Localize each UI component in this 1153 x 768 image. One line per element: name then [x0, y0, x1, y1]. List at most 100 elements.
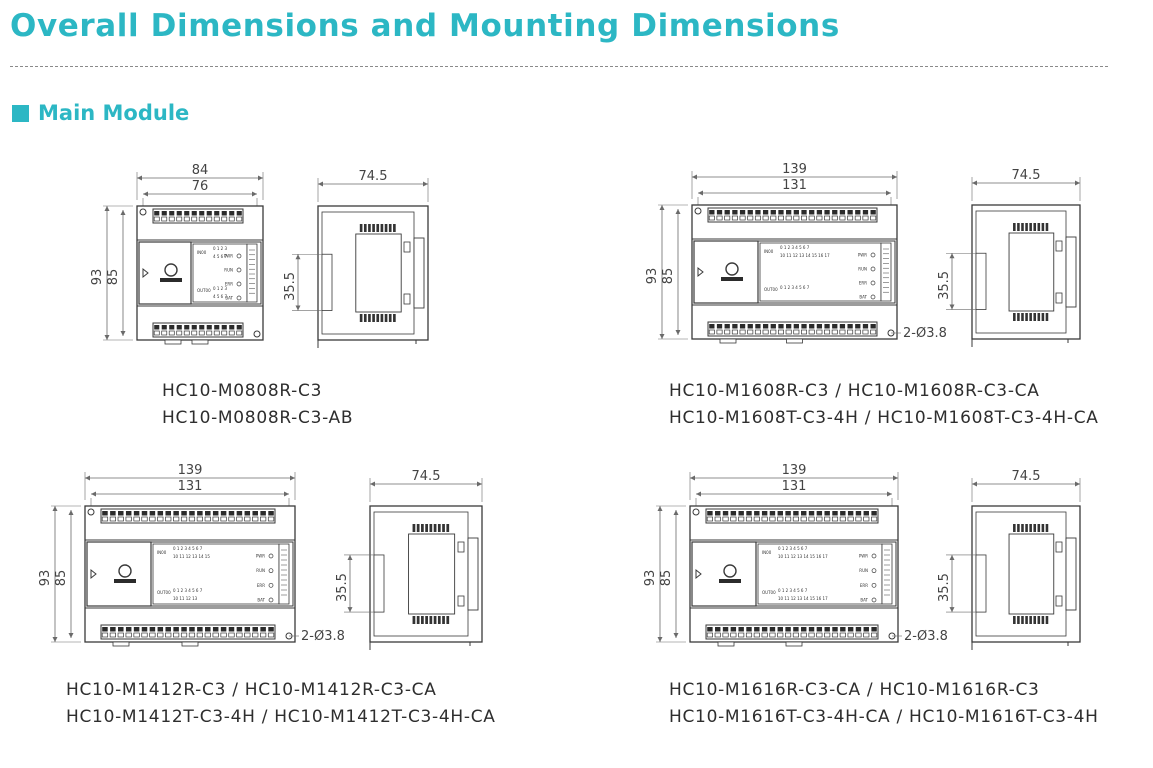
terminal-slot [816, 516, 823, 522]
terminal-slot [101, 632, 109, 638]
terminal-screw [801, 511, 807, 516]
terminal-slot [221, 330, 228, 336]
dimension-arrow [949, 304, 955, 310]
din-clip [785, 641, 803, 647]
terminal-screw [157, 627, 164, 632]
terminal-screw [161, 211, 167, 216]
terminal-slot [747, 215, 754, 221]
vent-slot [1045, 524, 1049, 532]
dimension-arrow [258, 175, 263, 181]
terminal-screw [110, 627, 116, 632]
terminal-slot [220, 516, 227, 522]
terminal-slot [213, 216, 220, 222]
terminal-slot [213, 330, 220, 336]
terminal-screw [801, 210, 807, 215]
terminal-screw [221, 325, 227, 330]
vent-slot [442, 616, 445, 624]
terminal-screw [801, 627, 807, 632]
vent-slot [421, 616, 424, 624]
terminal-slot [153, 216, 160, 222]
terminal-slot [870, 329, 877, 335]
vent-slot [372, 224, 375, 232]
terminal-slot [847, 632, 854, 638]
terminal-screw [732, 210, 738, 215]
terminal-screw [191, 325, 197, 330]
terminal-screw [236, 511, 243, 516]
terminal-screw [244, 627, 251, 632]
terminal-slot [706, 516, 713, 522]
terminal-screw [808, 511, 815, 516]
output-leds: 10 11 12 13 14 15 16 17 [778, 596, 828, 601]
terminal-slot [738, 516, 745, 522]
terminal-screw [709, 210, 715, 215]
vent-slot [1033, 313, 1037, 321]
port-icon [90, 568, 97, 580]
indicator-label: RUN [224, 268, 233, 273]
vent-slot [416, 524, 420, 532]
dimension-arrow [120, 210, 126, 215]
side-window [355, 233, 402, 313]
terminal-screw [862, 324, 869, 329]
vent-slot [1013, 313, 1016, 321]
terminal-slot [168, 330, 175, 336]
brand-logo-icon [725, 262, 739, 276]
terminal-slot [176, 216, 183, 222]
overall-width-label: 139 [782, 162, 807, 177]
mount-height-label: 85 [661, 268, 676, 285]
terminal-screw [862, 210, 869, 215]
terminal-slot [770, 329, 777, 335]
terminal-screw [769, 627, 776, 632]
dimension-arrow [949, 607, 955, 613]
dimension-arrow [1075, 481, 1080, 487]
brand-logo-icon [164, 263, 178, 277]
vent-slot [1045, 313, 1049, 321]
terminal-screw [141, 511, 148, 516]
hole-spec-label: 2-Ø3.8 [301, 629, 345, 644]
terminal-screw [707, 511, 713, 516]
input-leds: 10 11 12 13 14 15 16 17 [780, 253, 830, 258]
terminal-slot [228, 632, 235, 638]
led-panel [152, 543, 280, 605]
indicator-led-icon [236, 295, 242, 301]
terminal-screw [229, 325, 235, 330]
terminal-slot [133, 632, 140, 638]
terminal-slot [236, 216, 243, 222]
terminal-screw [220, 511, 227, 516]
dimension-arrow [85, 475, 90, 481]
terminal-slot [714, 516, 721, 522]
terminal-slot [101, 516, 109, 522]
terminal-screw [236, 211, 242, 216]
indicator-label: BAT [859, 295, 867, 300]
model-name: HC10-M1608R-C3 / HC10-M1608R-C3-CA [669, 381, 1040, 401]
dimension-arrow [284, 491, 289, 497]
output-label: OUT00 [764, 287, 778, 292]
model-name: HC10-M0808R-C3 [162, 381, 323, 401]
mount-width-label: 76 [192, 179, 209, 194]
terminal-screw [141, 627, 148, 632]
indicator-led-icon [268, 582, 274, 588]
dimension-arrow [675, 209, 681, 214]
terminal-screw [778, 210, 784, 215]
indicator-led-icon [871, 597, 877, 603]
terminal-screw [871, 627, 877, 632]
rail-label: 35.5 [937, 271, 952, 300]
indicator-led-icon [268, 597, 274, 603]
input-leds: 0 1 2 3 4 5 6 7 [778, 546, 808, 551]
terminal-screw [212, 511, 219, 516]
vent-slot [368, 314, 371, 322]
dimension-arrow [673, 510, 679, 515]
terminal-screw [189, 511, 195, 516]
terminal-screw [816, 324, 823, 329]
vent-slot [1041, 313, 1045, 321]
terminal-screw [847, 627, 854, 632]
terminal-screw [169, 211, 175, 216]
terminal-screw [824, 210, 830, 215]
terminal-slot [847, 516, 854, 522]
indicator-led-icon [268, 553, 274, 559]
terminal-slot [267, 516, 275, 522]
brand-logo-icon [160, 278, 182, 282]
indicator-led-icon [870, 294, 876, 300]
